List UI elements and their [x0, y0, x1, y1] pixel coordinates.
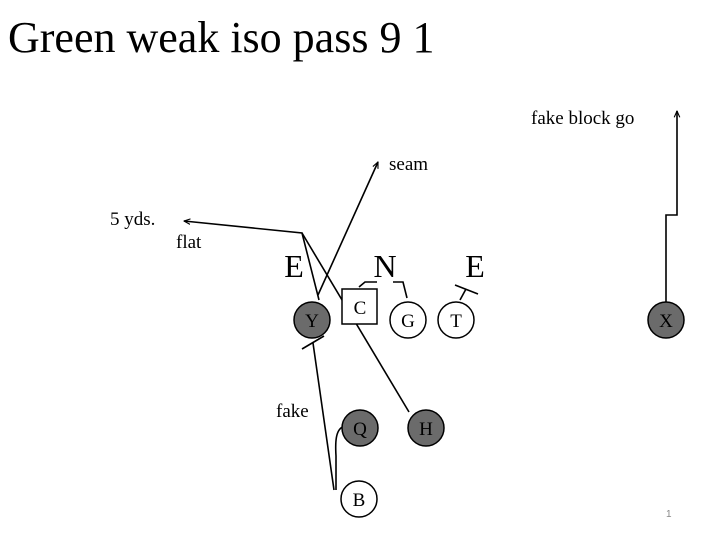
player-fullback: B [340, 480, 378, 518]
y-seam-route [317, 162, 379, 296]
player-y-label: Y [305, 311, 319, 332]
player-h-back-label: H [419, 419, 433, 440]
defender-right-end: E [465, 248, 485, 284]
g-block-mark [393, 281, 408, 299]
fake-label: fake [276, 401, 309, 422]
defender-left-end: E [284, 248, 304, 284]
player-fullback-label: B [353, 490, 366, 511]
x-route-label: fake block go [531, 108, 634, 129]
b-block-path [312, 342, 335, 491]
x-go-route [665, 111, 677, 303]
slide-number: 1 [666, 509, 672, 520]
c-block-mark [358, 281, 377, 288]
player-x-label: X [659, 311, 673, 332]
player-quarterback: Q [341, 409, 379, 447]
flat-distance-label: 5 yds. [110, 209, 155, 230]
player-x: X [647, 301, 685, 339]
t-block-path [459, 288, 467, 301]
defender-nose: N [373, 248, 396, 284]
player-tackle: T [437, 301, 475, 339]
player-h-back: H [407, 409, 445, 447]
flat-label: flat [176, 232, 202, 253]
slide-title: Green weak iso pass 9 1 [8, 13, 435, 62]
seam-label: seam [389, 154, 428, 175]
b-block-mark [301, 335, 325, 350]
player-center-label: C [354, 298, 367, 319]
player-center: C [341, 288, 378, 325]
player-quarterback-label: Q [353, 419, 367, 440]
player-y: Y [293, 301, 331, 339]
player-guard: G [389, 301, 427, 339]
t-block-mark [454, 284, 479, 295]
player-guard-label: G [401, 311, 415, 332]
player-tackle-label: T [450, 311, 462, 332]
